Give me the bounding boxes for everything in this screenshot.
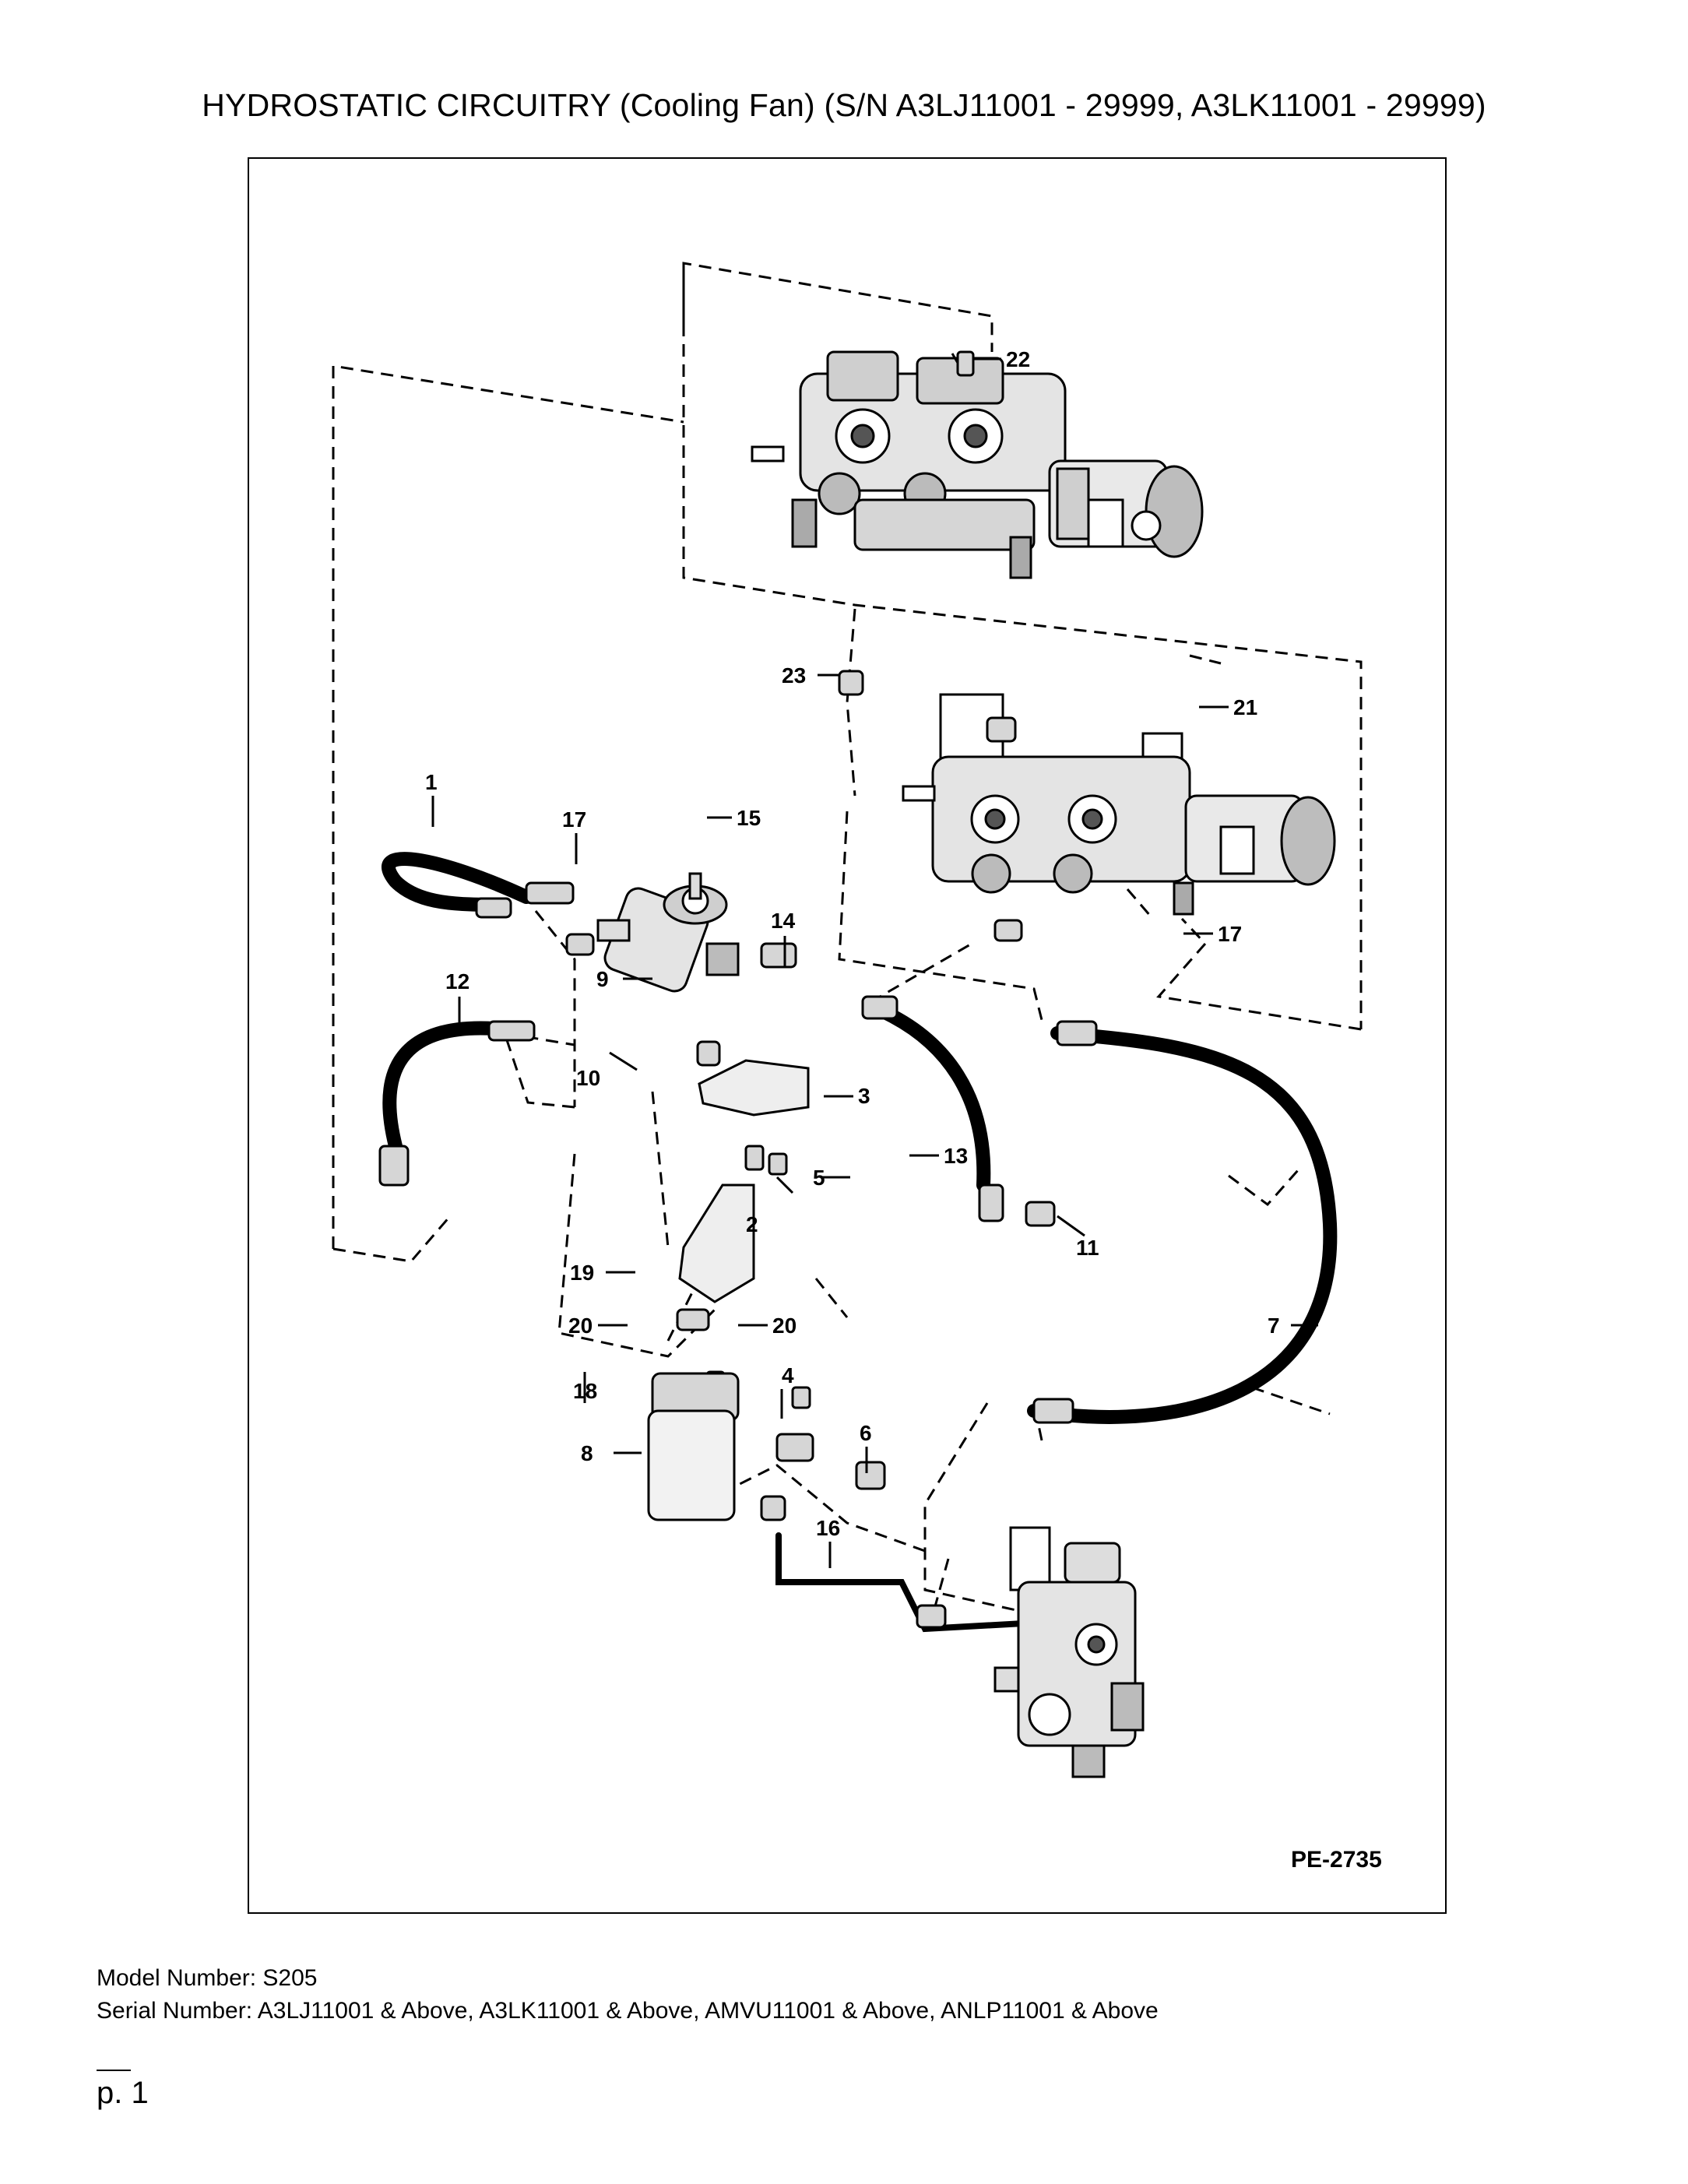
callout-5: 5	[813, 1166, 825, 1190]
callout-23: 23	[782, 663, 806, 688]
callout-19: 19	[570, 1261, 594, 1285]
diagram-reference: PE-2735	[1291, 1847, 1382, 1873]
callout-18: 18	[573, 1379, 597, 1403]
callout-6: 6	[860, 1421, 872, 1445]
callout-2: 2	[746, 1212, 758, 1236]
model-number: Model Number: S205	[97, 1965, 318, 1991]
callout-17: 17	[562, 807, 586, 832]
hydrostatic-pump-upper	[751, 350, 1204, 579]
callout-1: 1	[425, 770, 438, 794]
callout-7: 7	[1268, 1314, 1280, 1338]
hoses	[382, 852, 1338, 1633]
callout-14: 14	[771, 909, 796, 933]
serial-number: Serial Number: A3LJ11001 & Above, A3LK11…	[97, 1998, 1159, 2024]
fan-motor	[596, 872, 740, 993]
page-title: HYDROSTATIC CIRCUITRY (Cooling Fan) (S/N…	[202, 87, 1486, 123]
callout-20: 20	[568, 1314, 593, 1338]
filter	[647, 1372, 740, 1521]
callout-17-second: 17	[1218, 922, 1242, 946]
parts-diagram: 1 2 3 4 5 6 7 8 9 10 11 12 13 14 15 16 1…	[332, 262, 1382, 1873]
callout-12: 12	[445, 969, 469, 994]
bracket-3	[698, 1059, 810, 1117]
control-valve-lower	[993, 1526, 1145, 1778]
callout-11: 11	[1076, 1236, 1099, 1260]
callout-15: 15	[737, 806, 761, 830]
hydrostatic-pump-middle	[902, 693, 1336, 916]
callout-4: 4	[782, 1363, 794, 1387]
page-number: p. 1	[97, 2076, 149, 2110]
callout-20-second: 20	[772, 1314, 797, 1338]
callout-22: 22	[1006, 347, 1030, 371]
callout-13: 13	[944, 1144, 968, 1168]
callout-9: 9	[596, 967, 609, 991]
callout-16: 16	[816, 1516, 840, 1540]
callout-21: 21	[1233, 695, 1257, 719]
callout-3: 3	[858, 1084, 870, 1108]
page-divider	[97, 2070, 131, 2071]
diagram-frame	[248, 157, 1447, 1914]
callout-8: 8	[581, 1441, 593, 1465]
bracket-19	[678, 1183, 755, 1303]
callout-10: 10	[576, 1066, 600, 1090]
leader-lines	[431, 353, 1318, 1568]
